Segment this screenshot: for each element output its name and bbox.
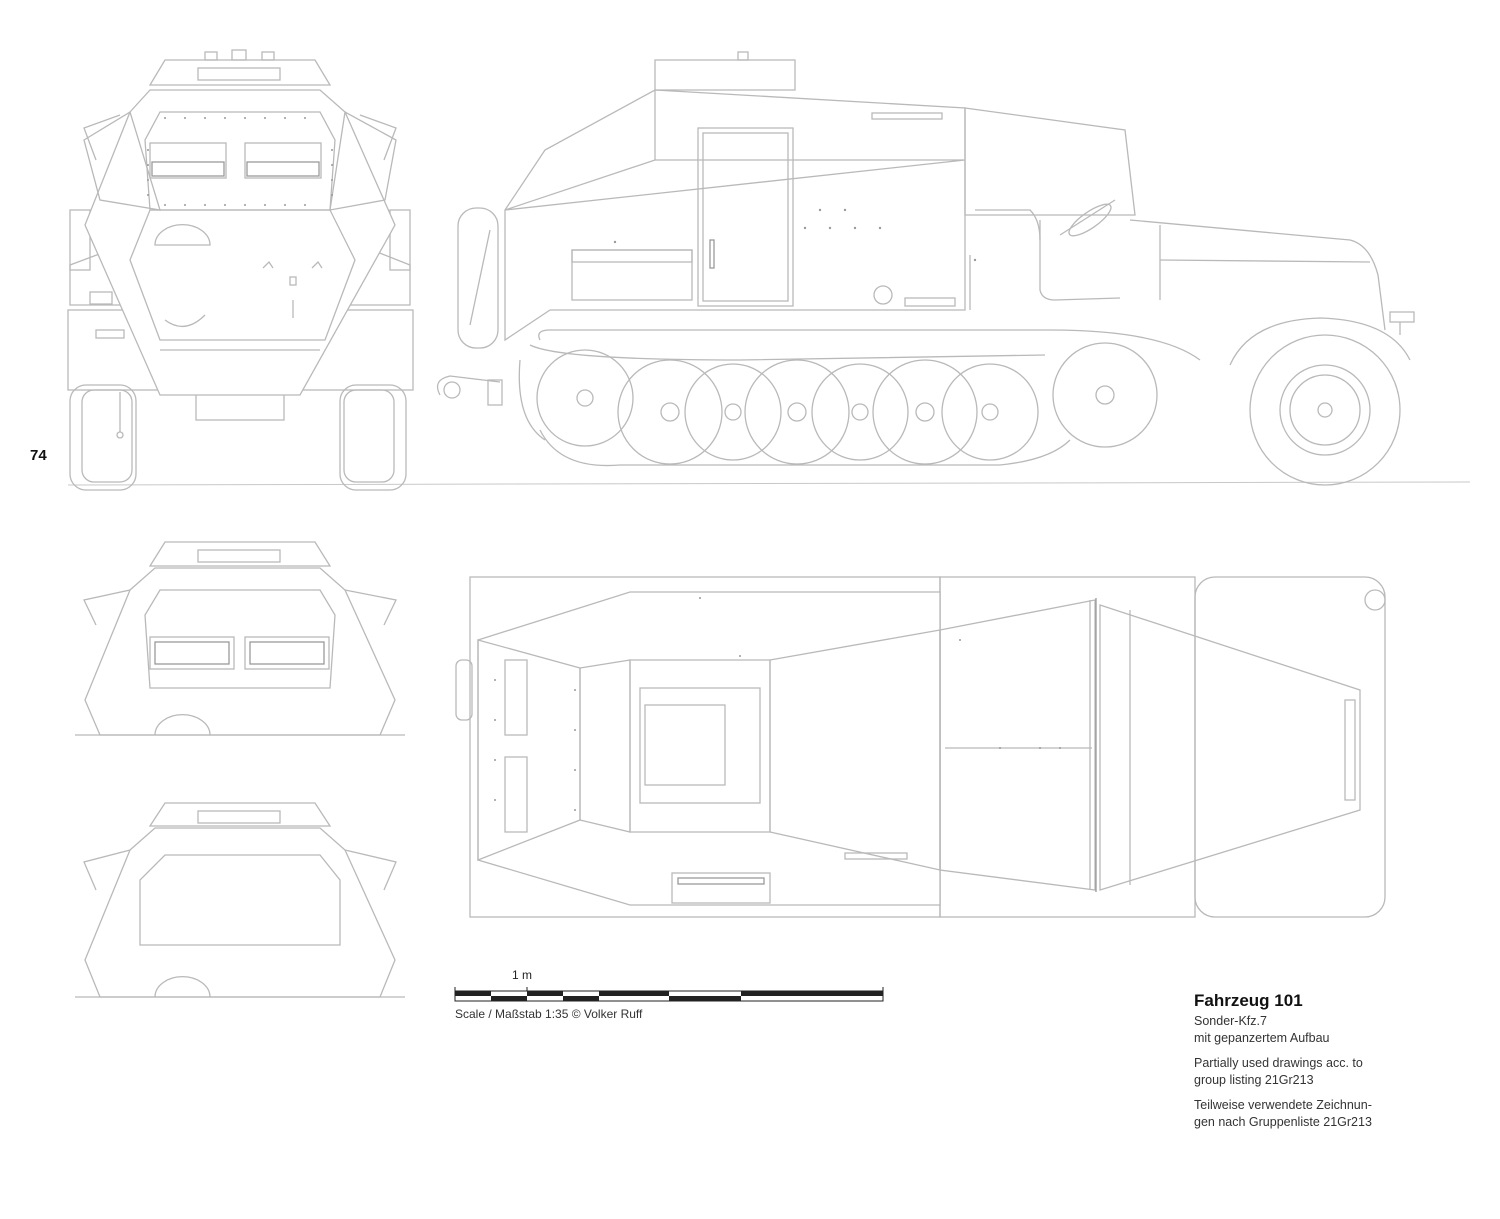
top-view [455, 576, 1386, 918]
front-view [67, 49, 1471, 491]
english-note-line: Partially used drawings acc. to [1194, 1056, 1363, 1070]
scale-unit-label: 1 m [512, 968, 533, 982]
vehicle-info: Fahrzeug 101 Sonder-Kfz.7 mit gepanzerte… [1194, 991, 1424, 1131]
side-view [436, 51, 1415, 486]
english-note-line: group listing 21Gr213 [1194, 1073, 1314, 1087]
subtitle-line: mit gepanzertem Aufbau [1194, 1031, 1330, 1045]
scale-bar [454, 987, 884, 1002]
subtitle-line: Sonder-Kfz.7 [1194, 1014, 1267, 1028]
scale-caption: Scale / Maßstab 1:35 © Volker Ruff [455, 1007, 643, 1021]
vehicle-title: Fahrzeug 101 [1194, 991, 1303, 1010]
front-view-variant-2 [75, 802, 405, 998]
page-number: 74 [30, 447, 47, 464]
german-note-line: gen nach Gruppenliste 21Gr213 [1194, 1115, 1372, 1129]
german-note-line: Teilweise verwendete Zeichnun- [1194, 1098, 1372, 1112]
front-view-variant-1 [75, 541, 405, 736]
